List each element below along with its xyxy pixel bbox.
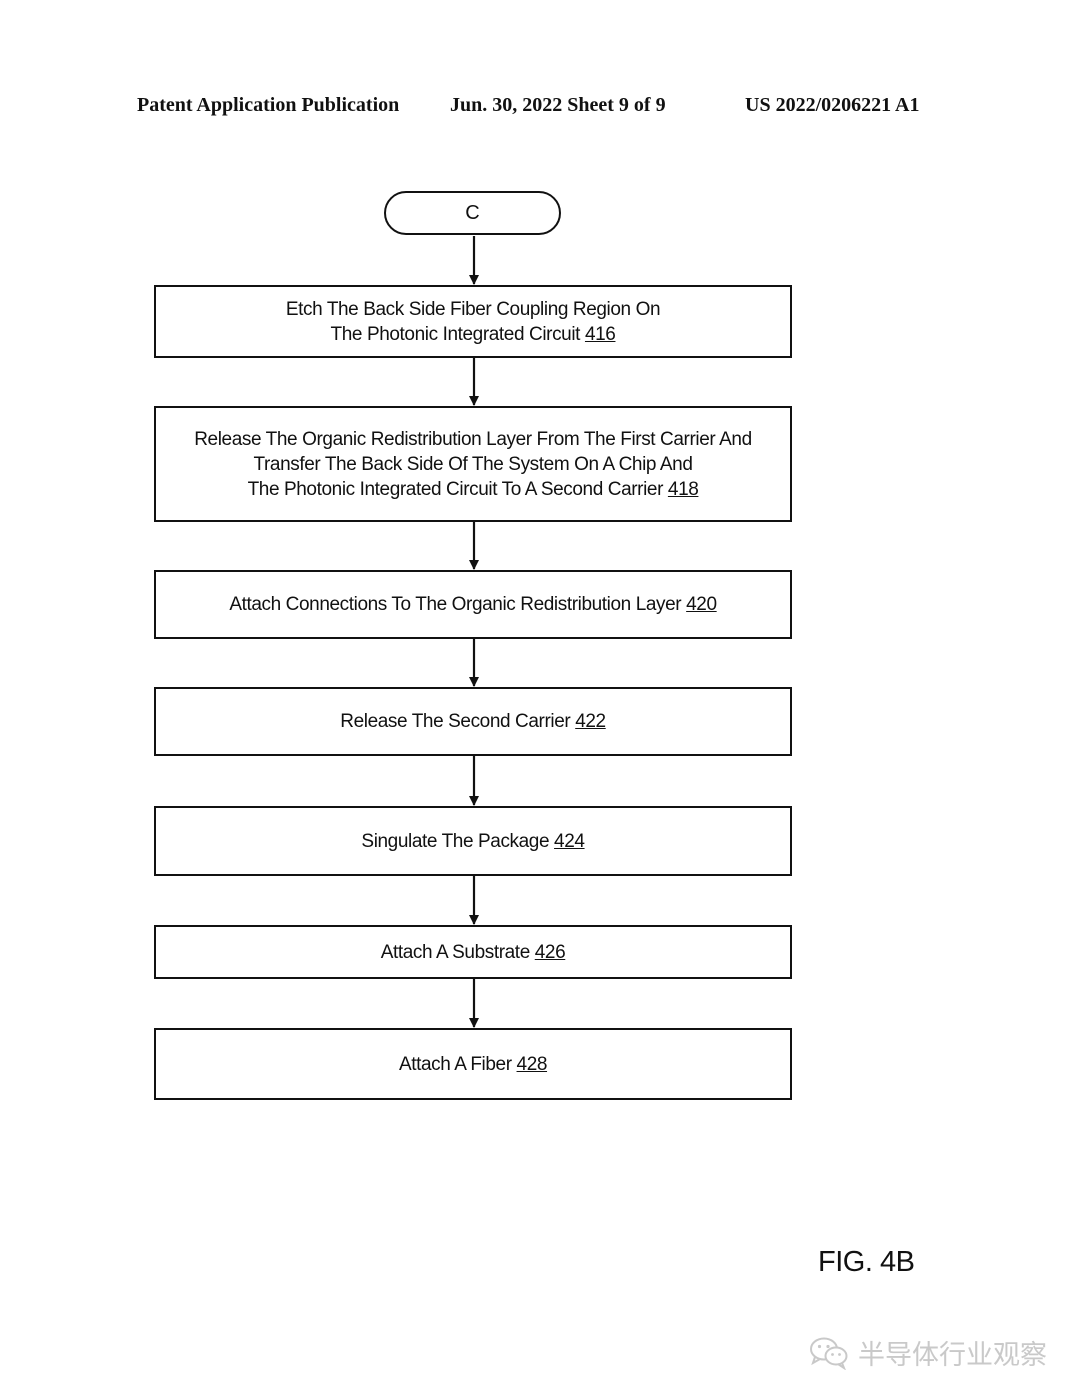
step-426-line-1: Attach A Substrate 426 (381, 940, 566, 965)
step-422-text: Release The Second Carrier (340, 711, 571, 732)
step-424-ref: 424 (554, 830, 585, 852)
step-428-text: Attach A Fiber (398, 1053, 512, 1075)
watermark-text: 半导体行业观察 (858, 1340, 1047, 1371)
step-418-box: Release The Organic Redistribution Layer… (154, 406, 792, 522)
step-426-text: Attach A Substrate (380, 941, 531, 963)
step-420-line-1: Attach Connections To The Organic Redist… (229, 592, 717, 617)
step-424-box: Singulate The Package 424 (154, 806, 792, 876)
step-426-box: Attach A Substrate 426 (154, 925, 792, 979)
step-422-ref: 422 (575, 711, 606, 732)
step-424-line-1: Singulate The Package 424 (361, 829, 585, 854)
step-428-ref: 428 (516, 1053, 548, 1075)
step-420-text: Attach Connections To The Organic Redist… (229, 594, 682, 615)
step-420-box: Attach Connections To The Organic Redist… (154, 570, 792, 639)
figure-label: FIG. 4B (818, 1246, 915, 1278)
step-418-line-2: Transfer The Back Side Of The System On … (253, 453, 693, 475)
step-428-line-1: Attach A Fiber 428 (399, 1052, 547, 1077)
step-422-box: Release The Second Carrier 422 (154, 687, 792, 756)
step-426-ref: 426 (534, 941, 566, 963)
step-418-ref: 418 (667, 478, 699, 500)
step-418-line-3-text: The Photonic Integrated Circuit To A Sec… (247, 478, 664, 500)
step-416-ref: 416 (584, 323, 616, 345)
step-418-line-1: Release The Organic Redistribution Layer… (194, 428, 752, 450)
step-424-text: Singulate The Package (361, 830, 550, 852)
connector-c-terminator: C (384, 191, 561, 235)
wechat-icon (808, 1336, 850, 1370)
connector-label: C (465, 201, 480, 224)
watermark: 半导体行业观察 (808, 1333, 1047, 1372)
publication-number: US 2022/0206221 A1 (745, 94, 920, 116)
step-416-line-2-text: The Photonic Integrated Circuit (330, 323, 581, 345)
step-416-box: Etch The Back Side Fiber Coupling Region… (154, 285, 792, 358)
publication-title: Patent Application Publication (137, 94, 400, 116)
step-428-box: Attach A Fiber 428 (154, 1028, 792, 1100)
step-420-ref: 420 (686, 594, 717, 615)
step-422-line-1: Release The Second Carrier 422 (340, 709, 606, 734)
step-418-line-3: The Photonic Integrated Circuit To A Sec… (248, 477, 699, 502)
step-416-line-2: The Photonic Integrated Circuit 416 (331, 322, 616, 347)
step-416-line-1: Etch The Back Side Fiber Coupling Region… (285, 298, 661, 320)
publication-date-sheet: Jun. 30, 2022 Sheet 9 of 9 (450, 94, 666, 116)
